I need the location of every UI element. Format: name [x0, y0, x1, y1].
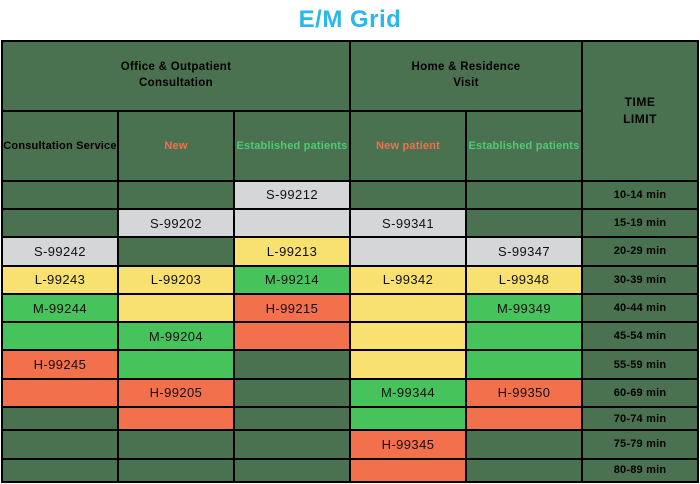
time-limit-cell: 20-29 min [581, 236, 700, 267]
subheader-new-patient: New patient [349, 109, 467, 182]
grid-header: Office & Outpatient Consultation Home & … [0, 40, 700, 182]
empty-cell [0, 429, 119, 460]
empty-cell [116, 457, 235, 484]
group-header-row: Office & Outpatient Consultation Home & … [0, 40, 700, 182]
subheader-row: Consultation Service New Established pat… [0, 109, 698, 182]
table-row: M-99204 45-54 min [0, 321, 700, 352]
group-header-home-residence: Home & Residence Visit [348, 40, 584, 112]
code-cell: H-99245 [0, 349, 119, 380]
time-limit-cell: 80-89 min [581, 457, 700, 484]
empty-cell [464, 321, 584, 352]
empty-cell [0, 377, 119, 409]
subheader-established-patients-office: Established patients [232, 109, 352, 182]
code-cell: L-99348 [464, 264, 584, 295]
empty-cell [349, 292, 467, 324]
table-row: S-99202 S-99341 15-19 min [0, 208, 700, 239]
empty-cell [232, 321, 352, 352]
empty-cell [349, 349, 467, 380]
code-cell: M-99244 [0, 292, 119, 324]
empty-cell [464, 429, 584, 460]
empty-cell [232, 377, 352, 409]
subheader-established-patients-home: Established patients [464, 109, 584, 182]
table-row: S-99212 10-14 min [0, 179, 700, 211]
empty-cell [232, 457, 352, 484]
empty-cell [349, 236, 467, 267]
time-limit-cell: 10-14 min [581, 179, 700, 211]
code-cell: S-99212 [232, 179, 352, 211]
code-cell: H-99350 [464, 377, 584, 409]
empty-cell [464, 208, 584, 239]
code-cell: L-99342 [349, 264, 467, 295]
code-cell: L-99243 [0, 264, 119, 295]
em-grid-table: Office & Outpatient Consultation Home & … [0, 40, 700, 484]
page-title: E/M Grid [298, 6, 402, 33]
code-cell: M-99214 [232, 264, 352, 295]
empty-cell [464, 179, 584, 211]
code-cell: M-99344 [349, 377, 467, 409]
empty-cell [116, 236, 235, 267]
empty-cell [0, 321, 119, 352]
code-cell: S-99341 [349, 208, 467, 239]
empty-cell [116, 349, 235, 380]
table-row: 70-74 min [0, 406, 700, 432]
empty-cell [232, 429, 352, 460]
empty-cell [0, 179, 119, 211]
empty-cell [0, 457, 119, 484]
code-cell: M-99204 [116, 321, 235, 352]
code-cell: M-99349 [464, 292, 584, 324]
time-limit-cell: 40-44 min [581, 292, 700, 324]
empty-cell [349, 179, 467, 211]
time-limit-cell: 70-74 min [581, 406, 700, 432]
empty-cell [349, 457, 467, 484]
empty-cell [464, 349, 584, 380]
empty-cell [0, 406, 119, 432]
code-cell: L-99203 [116, 264, 235, 295]
time-limit-cell: 30-39 min [581, 264, 700, 295]
empty-cell [349, 321, 467, 352]
code-cell: L-99213 [232, 236, 352, 267]
empty-cell [116, 429, 235, 460]
table-row: H-99245 55-59 min [0, 349, 700, 380]
time-limit-cell: 15-19 min [581, 208, 700, 239]
group-header-office-outpatient: Office & Outpatient Consultation [0, 40, 352, 112]
time-limit-header: TIME LIMIT [581, 40, 700, 182]
subheader-new: New [116, 109, 235, 182]
table-row: H-99345 75-79 min [0, 429, 700, 460]
empty-cell [464, 457, 584, 484]
time-limit-cell: 75-79 min [581, 429, 700, 460]
empty-cell [232, 406, 352, 432]
empty-cell [116, 179, 235, 211]
empty-cell [464, 406, 584, 432]
code-cell: H-99215 [232, 292, 352, 324]
time-limit-cell: 60-69 min [581, 377, 700, 409]
code-cell: H-99205 [116, 377, 235, 409]
empty-cell [232, 208, 352, 239]
empty-cell [349, 406, 467, 432]
time-limit-cell: 55-59 min [581, 349, 700, 380]
empty-cell [232, 349, 352, 380]
empty-cell [116, 292, 235, 324]
time-limit-cell: 45-54 min [581, 321, 700, 352]
code-cell: S-99242 [0, 236, 119, 267]
code-cell: H-99345 [349, 429, 467, 460]
code-cell: S-99202 [116, 208, 235, 239]
subheader-consultation-service: Consultation Service [0, 109, 119, 182]
empty-cell [116, 406, 235, 432]
empty-cell [0, 208, 119, 239]
table-row: 80-89 min [0, 457, 700, 484]
code-cell: S-99347 [464, 236, 584, 267]
